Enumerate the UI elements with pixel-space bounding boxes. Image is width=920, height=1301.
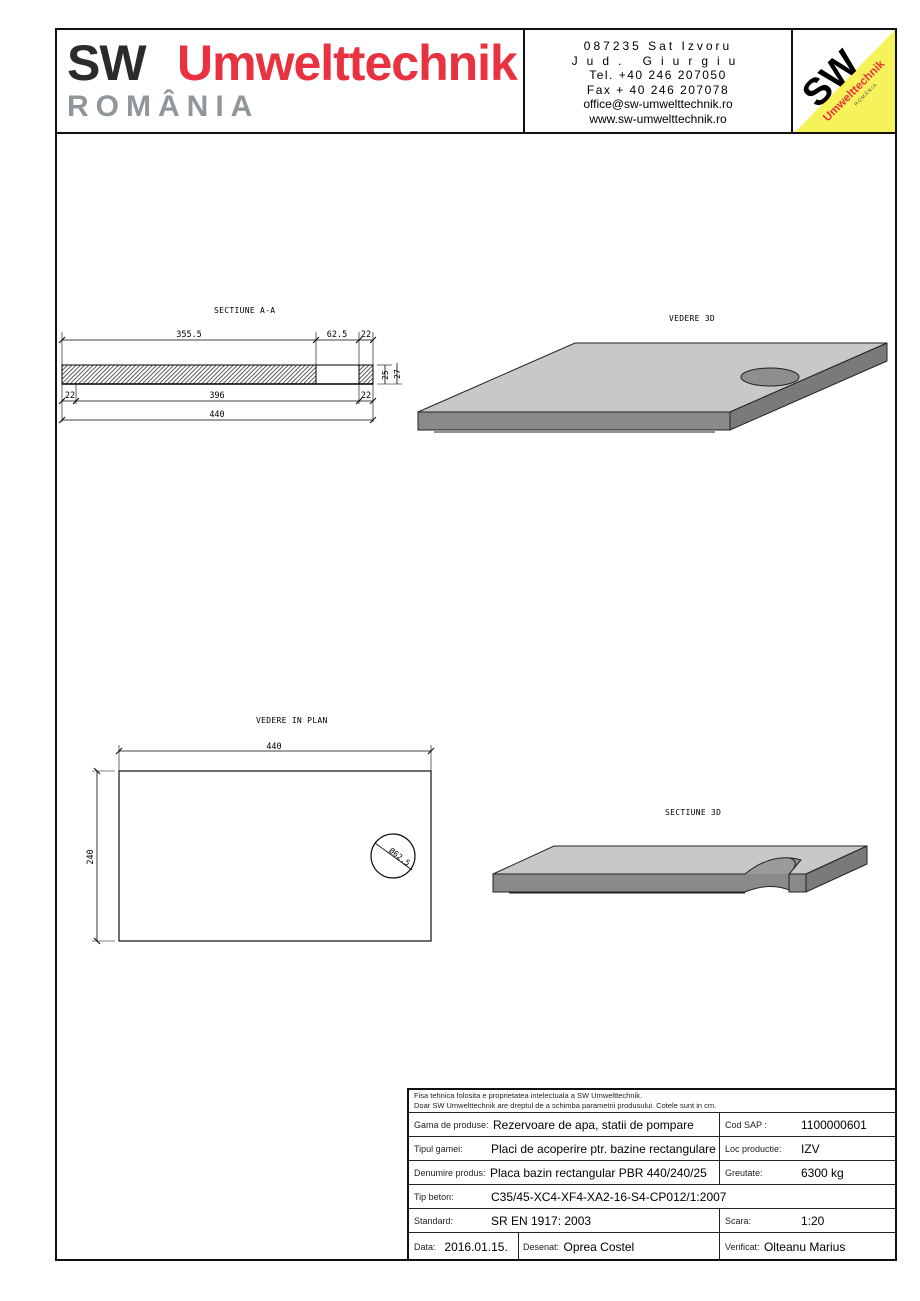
scara-value: 1:20 — [801, 1213, 825, 1228]
row-tip: Tipul gamei: Placi de acoperire ptr. baz… — [409, 1137, 895, 1161]
company-logo: SW Umwelttechnik ROMÂNIA — [57, 30, 525, 132]
email-link[interactable]: office@sw-umwelttechnik.ro — [583, 97, 733, 111]
website-link[interactable]: www.sw-umwelttechnik.ro — [589, 111, 727, 126]
cod-sap-value: 1100000601 — [801, 1117, 867, 1132]
dim-22-left: 22 — [65, 391, 75, 401]
section-aa-drawing: 355.5 62.5 22 25 27 22 396 22 440 — [58, 330, 402, 424]
beton-value: C35/45-XC4-XF4-XA2-16-S4-CP012/1:2007 — [491, 1189, 727, 1204]
verificat-value: Olteanu Marius — [763, 1240, 846, 1254]
dim-396: 396 — [209, 391, 224, 401]
desenat-value: Oprea Costel — [563, 1240, 635, 1254]
section-3d-title: SECTIUNE 3D — [665, 808, 722, 817]
data-value: 2016.01.15. — [444, 1240, 508, 1254]
section-3d-drawing — [492, 845, 868, 894]
header: SW Umwelttechnik ROMÂNIA 087235 Sat Izvo… — [57, 30, 895, 134]
data-label: Data: — [414, 1242, 436, 1252]
dim-22-top: 22 — [361, 330, 371, 340]
tip-label: Tipul gamei: — [414, 1143, 463, 1154]
plan-dim-440: 440 — [266, 742, 281, 752]
brand-country: ROMÂNIA — [67, 90, 260, 123]
row-beton: Tip beton: C35/45-XC4-XF4-XA2-16-S4-CP01… — [409, 1185, 895, 1209]
dim-25: 25 — [381, 370, 390, 380]
contact-info: 087235 Sat Izvoru Jud. Giurgiu Tel. +40 … — [525, 30, 793, 132]
den-label: Denumire produs: — [414, 1167, 486, 1178]
address-line1: 087235 Sat Izvoru — [583, 39, 733, 53]
plan-dim-240: 240 — [86, 849, 96, 864]
drawing-sheet-frame: SW Umwelttechnik ROMÂNIA 087235 Sat Izvo… — [55, 28, 897, 1261]
sw-badge-logo: SW Umwelttechnik ROMÂNIA — [795, 30, 895, 132]
beton-label: Tip beton: — [414, 1191, 454, 1202]
cod-sap-label: Cod SAP : — [725, 1119, 767, 1130]
phone: Tel. +40 246 207050 — [589, 68, 727, 82]
dim-27: 27 — [393, 369, 402, 379]
dim-62: 62.5 — [327, 330, 347, 340]
notice-line1: Fisa tehnica folosita e proprietatea int… — [414, 1091, 643, 1100]
greutate-value: 6300 kg — [801, 1165, 844, 1180]
brand-sw: SW — [67, 35, 147, 91]
title-block: Fisa tehnica folosita e proprietatea int… — [407, 1088, 895, 1261]
row-denumire: Denumire produs: Placa bazin rectangular… — [409, 1161, 895, 1185]
tip-value: Placi de acoperire ptr. bazine rectangul… — [491, 1141, 716, 1156]
row-gama: Gama de produse: Rezervoare de apa, stat… — [409, 1113, 895, 1137]
dim-355: 355.5 — [176, 330, 202, 340]
greutate-label: Greutate: — [725, 1167, 763, 1178]
address-line2: Jud. Giurgiu — [571, 53, 745, 68]
dim-22-right: 22 — [361, 391, 371, 401]
brand-name: Umwelttechnik — [177, 35, 518, 91]
loc-label: Loc productie: — [725, 1143, 782, 1154]
row-signatures: Data: 2016.01.15. Desenat: Oprea Costel … — [409, 1233, 895, 1261]
plan-view-drawing: 440 240 Ø62.5 — [86, 742, 435, 945]
standard-label: Standard: — [414, 1215, 454, 1226]
scara-label: Scara: — [725, 1215, 752, 1226]
loc-value: IZV — [801, 1141, 820, 1156]
view-3d-title: VEDERE 3D — [669, 314, 716, 323]
section-aa-title: SECTIUNE A-A — [214, 306, 276, 315]
den-value: Placa bazin rectangular PBR 440/240/25 — [490, 1165, 707, 1180]
view-3d-drawing — [417, 342, 888, 433]
desenat-label: Desenat: — [523, 1242, 560, 1252]
row-standard: Standard: SR EN 1917: 2003 Scara: 1:20 — [409, 1209, 895, 1233]
fax: Fax + 40 246 207078 — [586, 82, 730, 97]
notice-line2: Doar SW Umwelttechnik are dreptul de a s… — [414, 1101, 717, 1110]
plan-view-title: VEDERE IN PLAN — [256, 716, 328, 725]
standard-value: SR EN 1917: 2003 — [491, 1213, 592, 1228]
verificat-label: Verificat: — [725, 1242, 760, 1252]
gama-label: Gama de produse: — [414, 1119, 489, 1130]
gama-value: Rezervoare de apa, statii de pompare — [493, 1117, 694, 1132]
notice-row: Fisa tehnica folosita e proprietatea int… — [409, 1090, 895, 1113]
dim-440: 440 — [209, 410, 224, 420]
